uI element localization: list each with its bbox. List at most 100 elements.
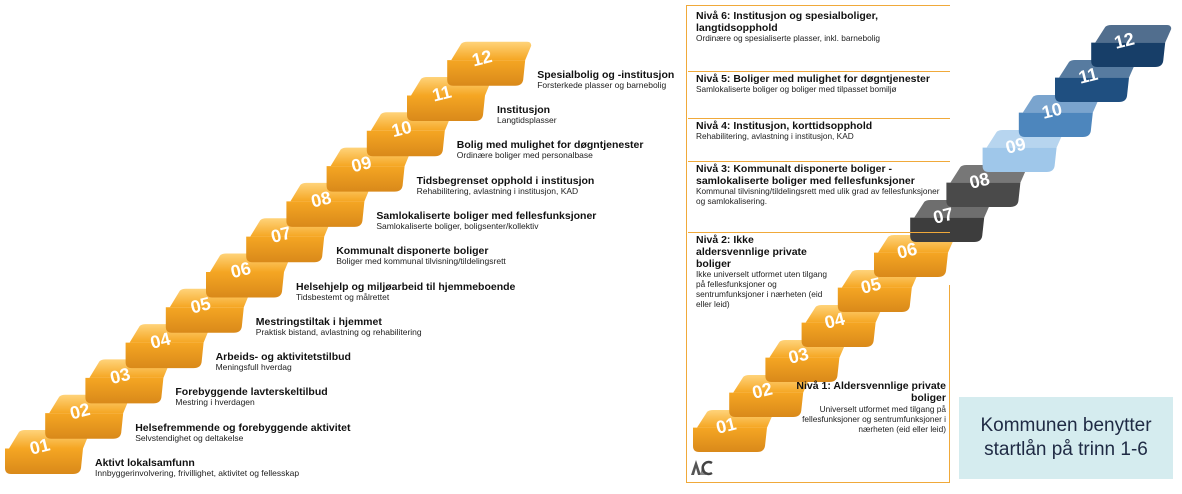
level-entry-5: Nivå 5: Boliger med mulighet for døgntje… (688, 73, 950, 119)
right-step-12-front (1091, 42, 1166, 67)
right-step-09: 09 (982, 130, 1063, 172)
level-title: Nivå 6: Institusjon og spesialboliger, l… (696, 10, 879, 35)
left-step-05-front (165, 307, 244, 333)
level-entry-2: Nivå 2: Ikke aldersvennlige private boli… (688, 234, 828, 309)
left-step-subtitle: Boliger med kommunal tilvisning/tildelin… (336, 256, 506, 267)
left-step-02-number: 02 (68, 399, 92, 423)
right-step-02-number: 02 (750, 379, 774, 403)
level-subtitle: Samlokaliserte boliger og boliger med ti… (696, 84, 897, 95)
left-step-02: 02 (45, 394, 130, 439)
left-step-subtitle: Forsterkede plasser og barnebolig (537, 79, 667, 90)
left-step-06-front (206, 271, 284, 298)
right-step-09-number: 09 (1004, 134, 1028, 158)
left-step-04: 04 (125, 324, 210, 369)
levels-frame (686, 5, 950, 483)
left-step-07-front (246, 236, 325, 263)
left-step-title: Helsehjelp og miljøarbeid til hjemmeboen… (296, 280, 516, 293)
left-step-06-number: 06 (229, 258, 253, 282)
left-step-07-number: 07 (269, 223, 293, 247)
right-step-11-front (1055, 77, 1129, 102)
right-step-12-top (1095, 25, 1172, 43)
left-step-08-number: 08 (309, 187, 333, 211)
left-step-title: Forebyggende lavterskeltilbud (175, 386, 328, 399)
level-title: Nivå 5: Boliger med mulighet for døgntje… (696, 73, 930, 85)
left-step-title: Spesialbolig og -institusjon (537, 68, 675, 81)
right-step-01-number: 01 (714, 414, 738, 438)
left-step-11-front (407, 95, 485, 121)
left-step-subtitle: Mestring i hverdagen (175, 397, 255, 408)
left-step-subtitle: Selvstendighet og deltakelse (135, 432, 244, 443)
left-step-04-front (125, 342, 204, 369)
level-entry-3: Nivå 3: Kommunalt disponerte boliger - s… (688, 163, 950, 233)
left-step-title: Aktivt lokalsamfunn (95, 457, 195, 469)
right-step-07-front (910, 217, 985, 242)
right-step-05-number: 05 (859, 274, 883, 298)
left-step-title: Arbeids- og aktivitetstilbud (215, 351, 351, 364)
left-step-label-06: Helsehjelp og miljøarbeid til hjemmeboen… (296, 281, 515, 303)
right-step-11-number: 11 (1076, 64, 1099, 88)
right-step-09-front (982, 147, 1057, 172)
level-subtitle: Ordinære og spesialiserte plasser, inkl.… (696, 33, 881, 44)
level-title: Nivå 4: Institusjon, korttidsopphold (696, 120, 873, 132)
left-step-12: 12 (447, 41, 532, 86)
level-1-label: Nivå 1: Aldersvennlige private boliger U… (780, 380, 946, 435)
level-entry-6: Nivå 6: Institusjon og spesialboliger, l… (688, 10, 950, 72)
left-step-09-front (326, 166, 405, 192)
left-step-title: Helsefremmende og forebyggende aktivitet (135, 421, 351, 434)
right-step-12: 12 (1091, 25, 1172, 67)
left-step-subtitle: Langtidsplasser (497, 115, 557, 126)
right-step-01-front (693, 427, 767, 452)
right-step-06-number: 06 (895, 239, 919, 263)
level-1-subtitle: Universelt utformet med tilgang på felle… (802, 403, 946, 434)
left-step-label-08: Samlokaliserte boliger med fellesfunksjo… (376, 210, 596, 232)
level-title: Nivå 2: Ikke aldersvennlige private boli… (696, 234, 807, 271)
right-step-10-number: 10 (1040, 99, 1064, 123)
left-step-title: Kommunalt disponerte boliger (336, 245, 489, 258)
left-step-04-number: 04 (148, 329, 172, 353)
left-step-03-front (85, 377, 164, 404)
left-step-01-front (5, 448, 83, 474)
left-step-subtitle: Praktisk bistand, avlastning og rehabili… (255, 326, 422, 337)
right-step-04-number: 04 (823, 309, 847, 333)
left-step-subtitle: Meningsfull hverdag (215, 362, 292, 373)
left-step-09-number: 09 (349, 152, 373, 176)
level-subtitle: Rehabilitering, avlastning i institusjon… (696, 131, 854, 142)
left-step-12-front (447, 60, 526, 86)
right-step-08-number: 08 (967, 169, 991, 193)
right-step-02-front (729, 392, 804, 417)
right-step-08-front (946, 182, 1021, 207)
left-step-01-number: 01 (28, 434, 52, 458)
left-step-title: Tidsbegrenset opphold i institusjon (416, 174, 595, 187)
level-subtitle: Kommunal tilvisning/tildelingsrett med u… (696, 186, 940, 206)
right-step-06: 06 (874, 235, 954, 277)
right-step-06-front (874, 252, 948, 277)
company-logo-icon (691, 460, 713, 476)
right-step-11: 11 (1055, 60, 1135, 102)
left-step-12-top (451, 41, 532, 61)
right-step-10-front (1018, 112, 1093, 137)
left-step-label-02: Helsefremmende og forebyggende aktivitet… (135, 422, 350, 444)
right-step-05-front (837, 287, 912, 312)
left-step-subtitle: Ordinære boliger med personalbase (456, 150, 593, 161)
left-step-08-front (286, 201, 365, 227)
right-step-07-number: 07 (931, 204, 955, 228)
left-step-02-front (45, 413, 124, 439)
left-step-11-number: 11 (430, 82, 453, 106)
startlan-note: Kommunen benytter startlån på trinn 1-6 (959, 397, 1173, 479)
levels-frame-side (949, 285, 950, 483)
left-step-title: Mestringstiltak i hjemmet (255, 315, 382, 328)
left-step-title: Samlokaliserte boliger med fellesfunksjo… (376, 209, 597, 222)
left-step-10-number: 10 (389, 117, 413, 141)
